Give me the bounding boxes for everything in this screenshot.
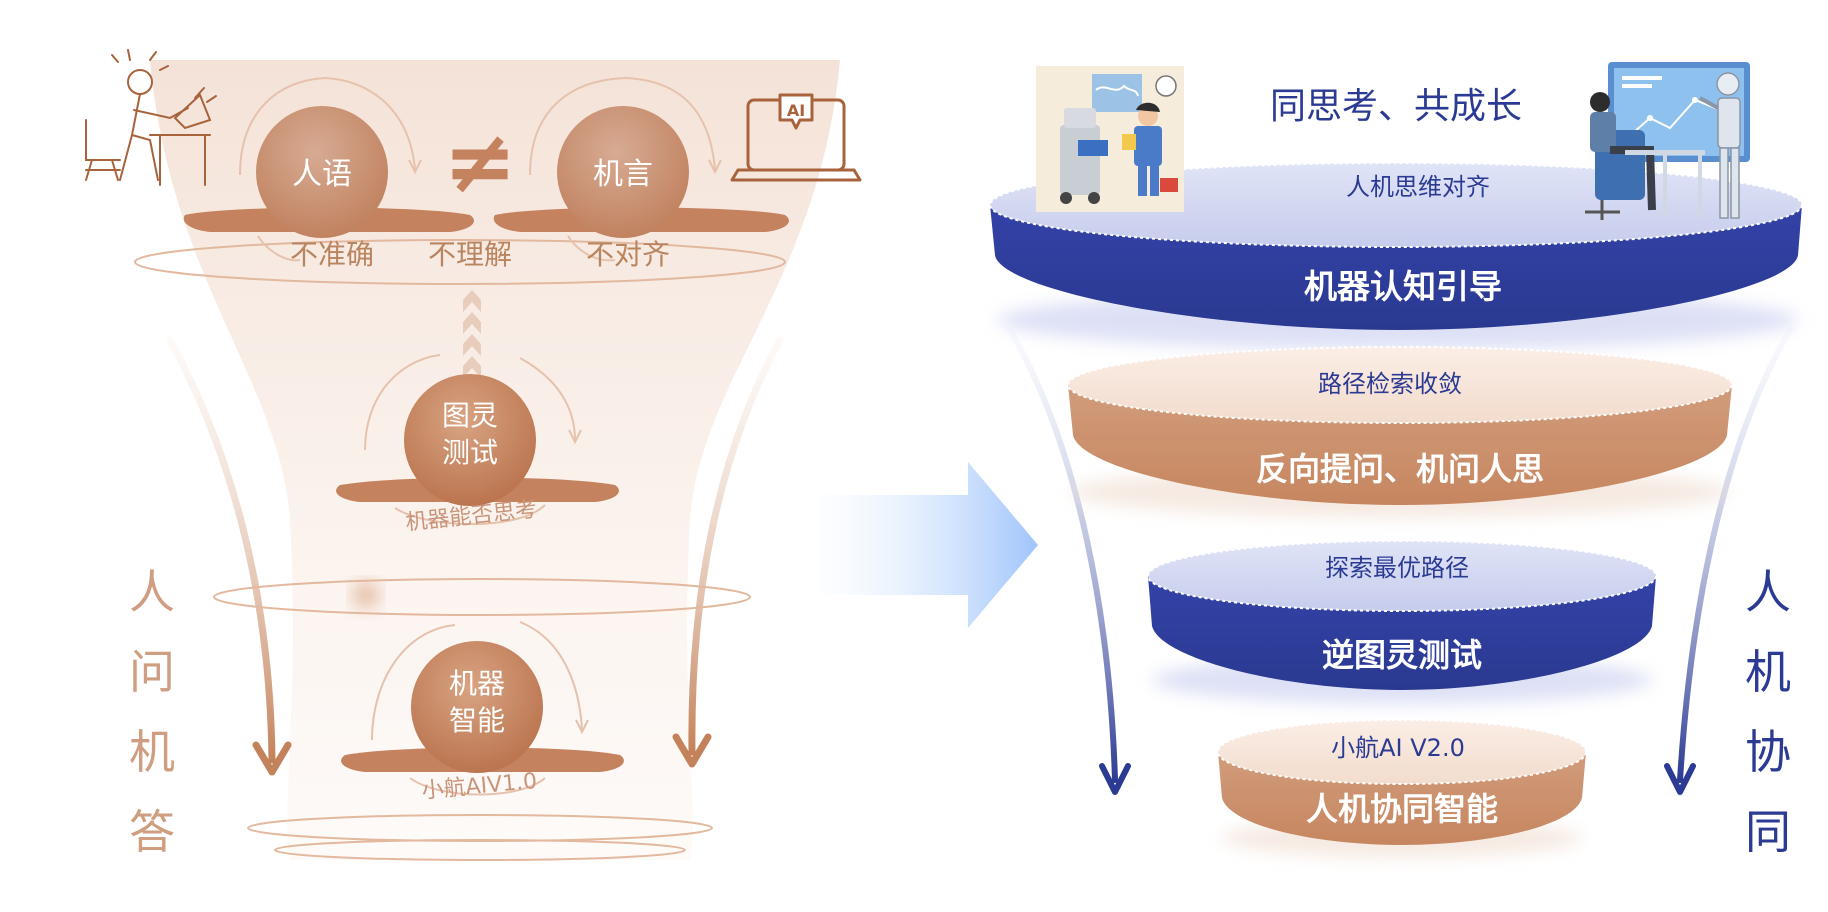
left-vertical-label-1: 人 (129, 565, 175, 619)
middle-ring-ellipse (213, 578, 751, 616)
not-equal-symbol: ≠ (443, 110, 517, 213)
machine-language-label: 机言 (593, 157, 653, 192)
top-title: 同思考、共成长 (1270, 86, 1522, 127)
machine-language-node (493, 76, 789, 262)
disk-2-side-text: 反向提问、机问人思 (1256, 450, 1544, 488)
transition-arrow (820, 462, 1038, 628)
dashed-up-arrow (463, 290, 481, 378)
left-vertical-label-2: 问 (129, 645, 175, 699)
disk-1-top-text: 人机思维对齐 (1346, 173, 1490, 201)
disk-3-top-text: 探索最优路径 (1325, 554, 1469, 582)
disk-4 (1217, 719, 1587, 858)
turing-label-line2: 测试 (442, 436, 498, 469)
bottom-ring-ellipse-2 (274, 839, 686, 861)
robot-worker-illustration-icon (1036, 66, 1184, 212)
machine-intelligence-node (341, 621, 624, 796)
right-vertical-label-1: 人 (1745, 565, 1791, 619)
disk-3-side-text: 逆图灵测试 (1322, 636, 1482, 674)
turing-label-line1: 图灵 (442, 399, 498, 432)
disk-4-top-text: 小航AI V2.0 (1331, 734, 1465, 762)
disk-3 (1147, 540, 1657, 704)
analyst-robot-illustration-icon (1585, 62, 1750, 220)
left-flow-arrow-left (166, 336, 292, 776)
ai-laptop-text: AI (787, 101, 805, 120)
disk-2 (1067, 346, 1733, 518)
machine-label-line2: 智能 (449, 704, 505, 737)
right-vertical-label-4: 同 (1745, 805, 1791, 859)
human-language-node (183, 76, 474, 262)
ai-laptop-icon (730, 93, 862, 182)
frustrated-person-icon (85, 49, 217, 186)
machine-label-line1: 机器 (449, 667, 505, 700)
top-ring-label-inaccurate: 不准确 (290, 238, 374, 271)
left-flow-arrow-right (672, 336, 784, 768)
top-ring-label-not-understand: 不理解 (428, 238, 512, 271)
left-vertical-label-3: 机 (129, 725, 175, 779)
right-vertical-label-3: 协 (1745, 725, 1791, 779)
top-ring-ellipse (134, 239, 786, 285)
disk-4-side-text: 人机协同智能 (1306, 790, 1498, 828)
right-flow-arrow-left (1007, 327, 1131, 795)
disk-2-top-text: 路径检索收敛 (1318, 370, 1462, 398)
ring-glow-dot (352, 581, 380, 609)
top-ring-label-not-aligned: 不对齐 (586, 238, 670, 271)
left-vertical-label-4: 答 (129, 805, 175, 859)
disk-1-side-text: 机器认知引导 (1304, 267, 1502, 306)
human-language-label: 人语 (292, 157, 352, 192)
right-flow-arrow-right (1664, 327, 1793, 795)
turing-test-node (336, 354, 619, 526)
right-vertical-label-2: 机 (1745, 645, 1791, 699)
